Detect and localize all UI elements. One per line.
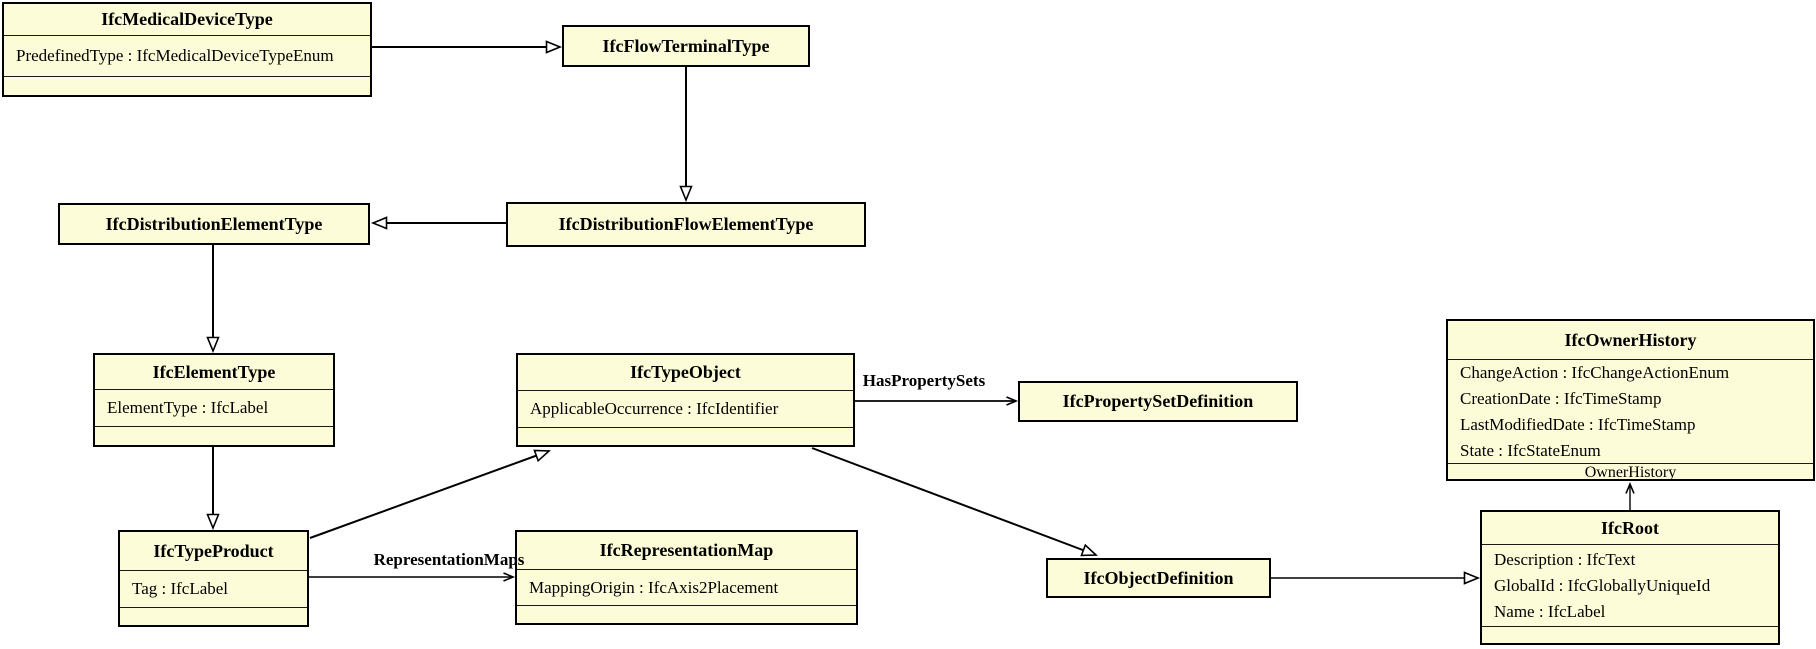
- class-ifc-property-set-definition: IfcPropertySetDefinition: [1018, 381, 1298, 422]
- class-attribute: LastModifiedDate : IfcTimeStamp: [1460, 414, 1696, 434]
- class-attributes: PredefinedType : IfcMedicalDeviceTypeEnu…: [4, 36, 370, 77]
- class-operations-empty: [120, 608, 307, 625]
- class-ifc-medical-device-type: IfcMedicalDeviceType PredefinedType : If…: [2, 2, 372, 97]
- class-attribute: MappingOrigin : IfcAxis2Placement: [529, 577, 779, 597]
- class-title: IfcPropertySetDefinition: [1062, 391, 1254, 411]
- class-operations-empty: [517, 606, 856, 623]
- class-attribute: CreationDate : IfcTimeStamp: [1460, 388, 1662, 408]
- class-title: IfcTypeProduct: [120, 532, 307, 571]
- class-attribute: PredefinedType : IfcMedicalDeviceTypeEnu…: [16, 46, 334, 65]
- class-ifc-type-product: IfcTypeProduct Tag : IfcLabel: [118, 530, 309, 627]
- class-attributes: MappingOrigin : IfcAxis2Placement: [517, 570, 856, 606]
- class-operations-empty: [95, 427, 333, 445]
- class-attributes: ElementType : IfcLabel: [95, 390, 333, 427]
- class-attribute: Description : IfcText: [1494, 549, 1636, 569]
- class-title: IfcRoot: [1482, 512, 1778, 545]
- class-attribute: State : IfcStateEnum: [1460, 440, 1601, 460]
- class-operations-empty: [4, 77, 370, 95]
- representation-maps-edge-label: RepresentationMaps: [373, 550, 525, 569]
- has-property-sets-edge-label: HasPropertySets: [862, 371, 986, 390]
- class-ifc-distribution-element-type: IfcDistributionElementType: [58, 203, 370, 245]
- class-title: IfcOwnerHistory: [1448, 321, 1813, 360]
- class-ifc-flow-terminal-type: IfcFlowTerminalType: [562, 25, 810, 67]
- owner-history-role-label: OwnerHistory: [1584, 464, 1677, 481]
- class-attribute: ChangeAction : IfcChangeActionEnum: [1460, 362, 1730, 382]
- class-ifc-owner-history: IfcOwnerHistory ChangeAction : IfcChange…: [1446, 319, 1815, 481]
- class-attribute: ApplicableOccurrence : IfcIdentifier: [530, 399, 779, 418]
- class-title: IfcDistributionFlowElementType: [558, 214, 814, 234]
- class-attribute: ElementType : IfcLabel: [107, 398, 269, 417]
- class-ifc-representation-map: IfcRepresentationMap MappingOrigin : Ifc…: [515, 530, 858, 625]
- class-attribute: Name : IfcLabel: [1494, 601, 1606, 621]
- class-attributes: Description : IfcText GlobalId : IfcGlob…: [1482, 545, 1778, 627]
- class-title: IfcRepresentationMap: [517, 532, 856, 570]
- class-attributes: Tag : IfcLabel: [120, 571, 307, 608]
- class-operations-empty: [1482, 627, 1778, 643]
- class-ifc-element-type: IfcElementType ElementType : IfcLabel: [93, 353, 335, 447]
- class-operations-empty: [518, 428, 853, 445]
- class-attribute: Tag : IfcLabel: [132, 579, 229, 598]
- class-title: IfcMedicalDeviceType: [4, 4, 370, 36]
- class-ifc-distribution-flow-element-type: IfcDistributionFlowElementType: [506, 202, 866, 247]
- class-title: IfcDistributionElementType: [105, 213, 323, 234]
- class-title: IfcTypeObject: [518, 355, 853, 391]
- class-ifc-object-definition: IfcObjectDefinition: [1046, 558, 1271, 598]
- class-attributes: ApplicableOccurrence : IfcIdentifier: [518, 391, 853, 428]
- class-title: IfcObjectDefinition: [1083, 567, 1234, 588]
- class-attributes: ChangeAction : IfcChangeActionEnum Creat…: [1448, 360, 1813, 464]
- class-title: IfcElementType: [95, 355, 333, 390]
- class-ifc-type-object: IfcTypeObject ApplicableOccurrence : Ifc…: [516, 353, 855, 447]
- edge-typeproduct-to-typeobject: [309, 449, 551, 539]
- class-attribute: GlobalId : IfcGloballyUniqueId: [1494, 575, 1711, 595]
- class-ifc-root: IfcRoot Description : IfcText GlobalId :…: [1480, 510, 1780, 645]
- class-title: IfcFlowTerminalType: [602, 35, 770, 56]
